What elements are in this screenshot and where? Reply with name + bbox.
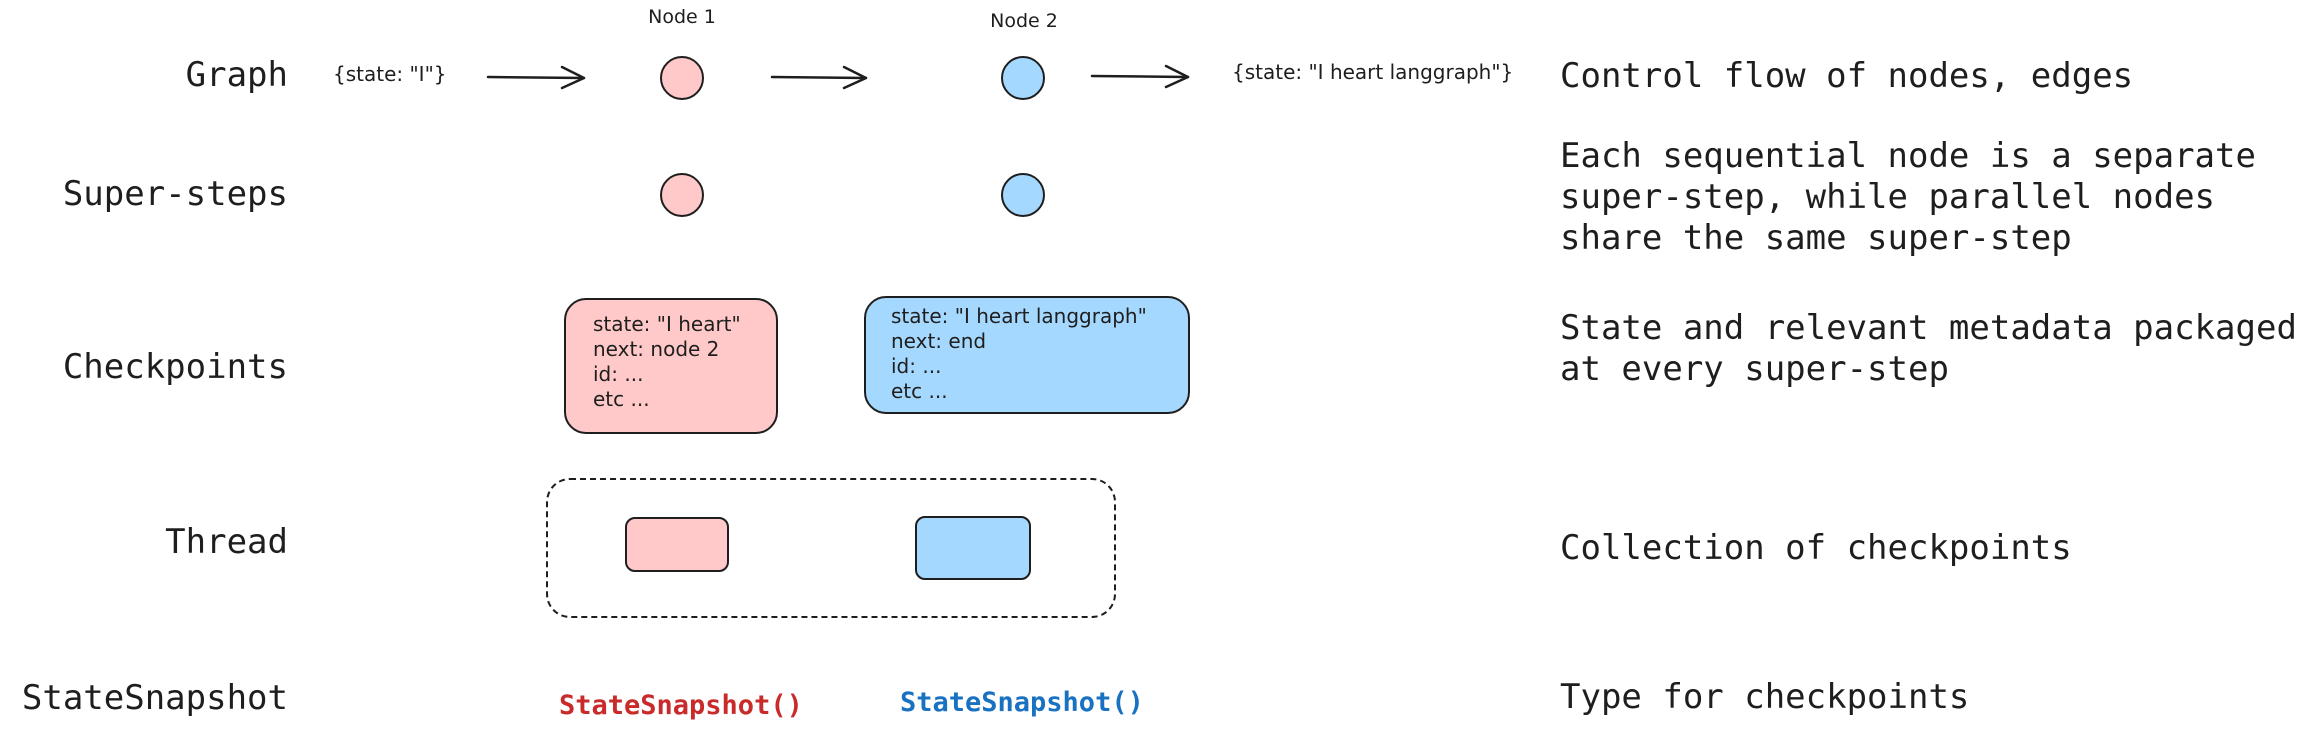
checkpoint-2-next: next: end — [891, 329, 987, 353]
node-2-header: Node 2 — [990, 10, 1058, 32]
checkpoint-1-id: id: ... — [593, 362, 644, 386]
thread-checkpoint-1 — [625, 517, 729, 572]
checkpoint-1-box: state: "I heart" next: node 2 id: ... et… — [564, 298, 778, 434]
checkpoint-1-etc: etc ... — [593, 387, 650, 411]
snapshot-2-label: StateSnapshot() — [900, 687, 1144, 718]
description-statesnapshot: Type for checkpoints — [1560, 677, 1970, 717]
edge-arrow-node-2-to-output — [1090, 64, 1190, 89]
super-step-1-circle — [660, 173, 704, 217]
row-label-graph: Graph — [185, 55, 288, 95]
checkpoint-2-box: state: "I heart langgraph" next: end id:… — [864, 296, 1190, 414]
graph-input-state: {state: "I"} — [333, 62, 447, 86]
edge-arrow-input-to-node-1 — [486, 65, 586, 90]
edge-arrow-node-1-to-node-2 — [770, 65, 868, 90]
thread-container — [546, 478, 1116, 618]
description-super-steps: Each sequential node is a separate super… — [1560, 136, 2256, 258]
super-step-2-circle — [1001, 173, 1045, 217]
row-label-checkpoints: Checkpoints — [62, 347, 288, 387]
description-graph: Control flow of nodes, edges — [1560, 56, 2134, 96]
description-checkpoints: State and relevant metadata packaged at … — [1560, 308, 2297, 389]
checkpoint-2-state: state: "I heart langgraph" — [891, 304, 1147, 328]
node-1-header: Node 1 — [648, 6, 716, 28]
graph-node-1-circle — [660, 56, 704, 100]
row-label-statesnapshot: StateSnapshot — [21, 678, 288, 718]
snapshot-1-label: StateSnapshot() — [559, 690, 803, 721]
checkpoint-1-next: next: node 2 — [593, 337, 720, 361]
row-label-super-steps: Super-steps — [62, 174, 288, 214]
graph-node-2-circle — [1001, 56, 1045, 100]
row-label-thread: Thread — [165, 522, 288, 562]
thread-checkpoint-2 — [915, 516, 1031, 580]
checkpoint-1-state: state: "I heart" — [593, 312, 741, 336]
checkpoint-2-etc: etc ... — [891, 379, 948, 403]
description-thread: Collection of checkpoints — [1560, 528, 2072, 568]
graph-output-state: {state: "I heart langgraph"} — [1232, 60, 1514, 84]
checkpoint-2-id: id: ... — [891, 354, 942, 378]
